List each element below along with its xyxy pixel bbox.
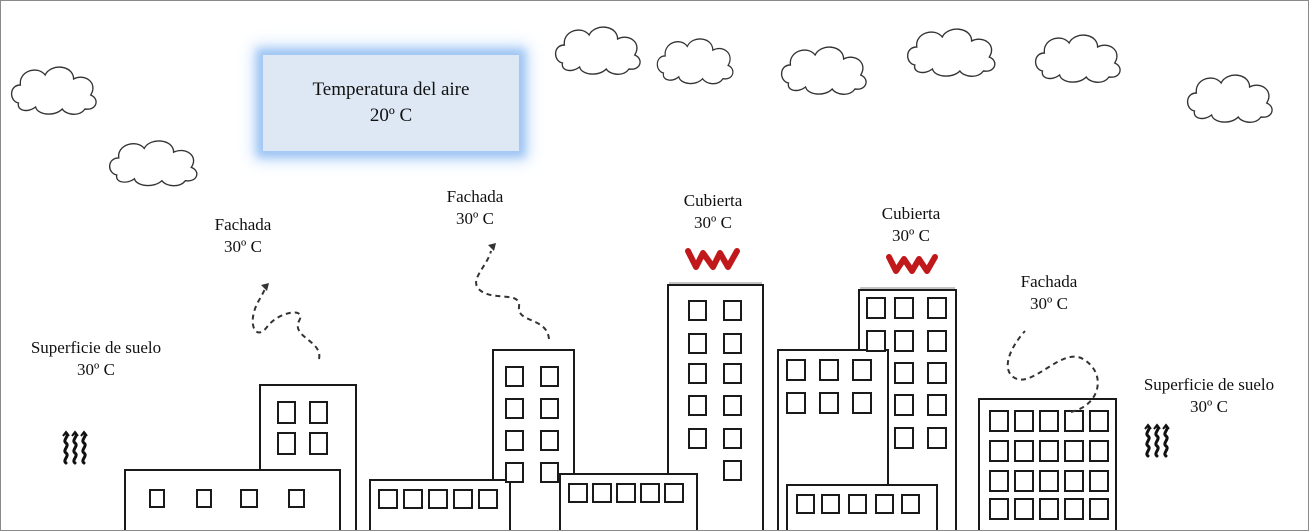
cloud-icon [1186, 74, 1273, 123]
cloud-icon [108, 140, 198, 187]
roof-shading [669, 282, 955, 289]
heat-wave-icon [685, 248, 740, 270]
air-temperature-label: Temperatura del aire [312, 79, 470, 100]
windows [149, 297, 1109, 520]
dashed-arrow-icon [475, 250, 550, 340]
air-temperature-value: 20º C [369, 105, 413, 126]
cloud-icon [554, 26, 641, 75]
ground-heat-icon [1143, 423, 1171, 458]
facade-2-label: Fachada 30º C [446, 187, 504, 228]
cloud-icon [1034, 34, 1121, 83]
roof-2-label: Cubierta 30º C [881, 204, 941, 245]
dashed-arrows [251, 250, 1099, 413]
facade-3-label: Fachada 30º C [1020, 272, 1078, 313]
air-temperature-box: Temperatura del aire 20º C [263, 55, 519, 151]
cloud-icon [10, 66, 97, 115]
ground-heat-icon [61, 430, 89, 465]
heat-waves [685, 248, 938, 274]
ground-left-label: Superficie de suelo 30º C [30, 338, 162, 379]
roof-1-label: Cubierta 30º C [683, 191, 743, 232]
cloud-icon [780, 46, 867, 95]
facade-1-label: Fachada 30º C [214, 215, 272, 256]
cloud-icon [906, 28, 996, 77]
dashed-arrow-icon [1006, 330, 1099, 413]
cloud-icon [656, 38, 734, 85]
heat-wave-icon [886, 254, 938, 274]
arrow-heads [261, 243, 496, 291]
dashed-arrow-icon [251, 288, 321, 360]
ground-right-label: Superficie de suelo 30º C [1143, 375, 1275, 416]
